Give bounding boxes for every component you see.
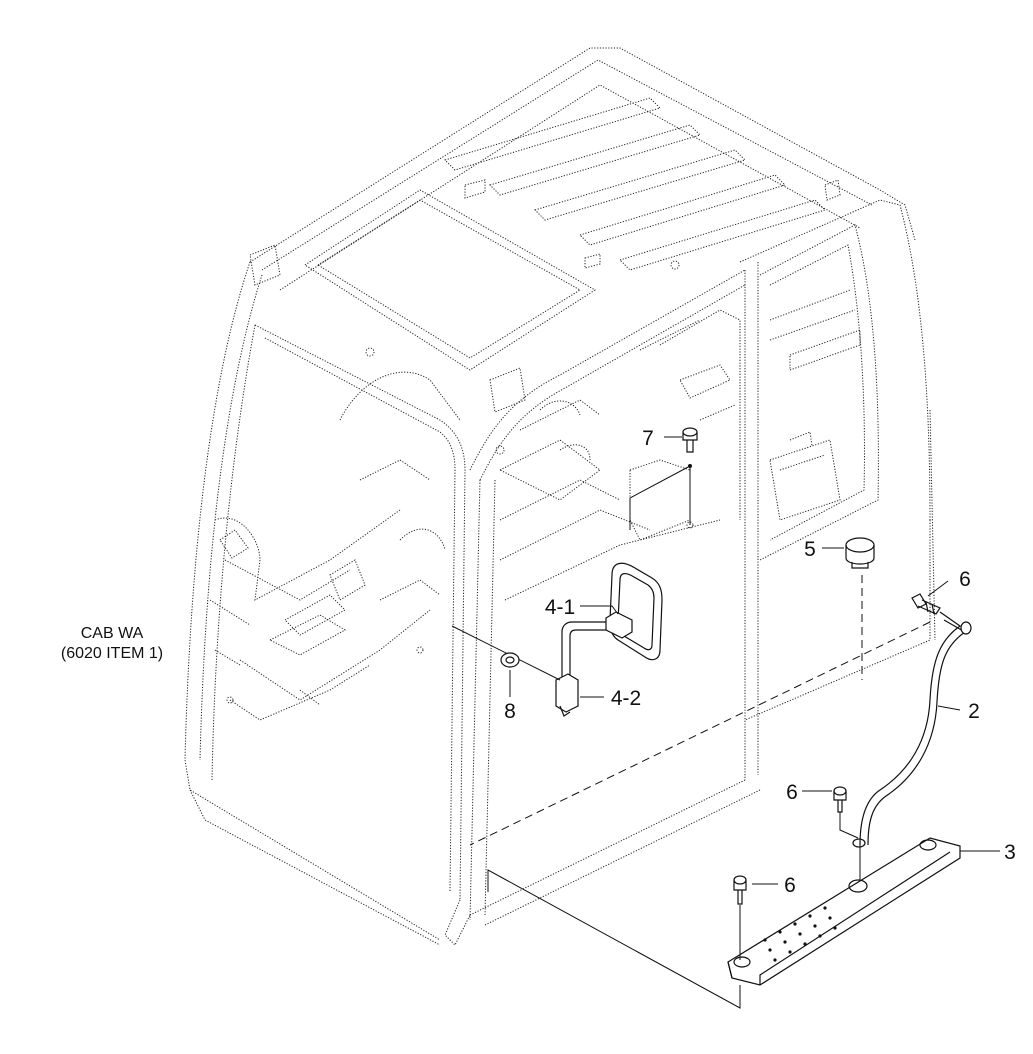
step-plate-holes: [763, 906, 837, 962]
note-line-1: CAB WA: [81, 625, 144, 642]
part-washer-8: [500, 652, 520, 668]
callout-leaders: [509, 436, 1000, 885]
part-mirror-arm-4-2: [451, 621, 606, 717]
note-line-2: (6020 ITEM 1): [61, 645, 163, 662]
callout-7: 7: [642, 427, 654, 450]
callout-2: 2: [968, 700, 980, 723]
part-bolt-7: [629, 427, 698, 530]
callout-5: 5: [804, 538, 816, 561]
part-cap-5: [845, 537, 875, 680]
cab-frame: [184, 47, 936, 946]
part-bolt-6b: [833, 786, 866, 848]
part-rod-2: [469, 611, 972, 846]
callout-6-top: 6: [959, 568, 971, 591]
callout-4-1: 4-1: [545, 596, 575, 619]
part-bolt-6c: [733, 875, 747, 905]
callout-6-mid: 6: [786, 781, 798, 804]
callout-4-2: 4-2: [611, 687, 641, 710]
callout-3: 3: [1004, 841, 1016, 864]
part-mirror-4-1: [605, 562, 663, 661]
callout-6-bottom: 6: [784, 874, 796, 897]
callout-8: 8: [504, 700, 516, 723]
part-step-plate-3: [487, 837, 961, 1009]
part-bolt-6a: [911, 593, 941, 615]
